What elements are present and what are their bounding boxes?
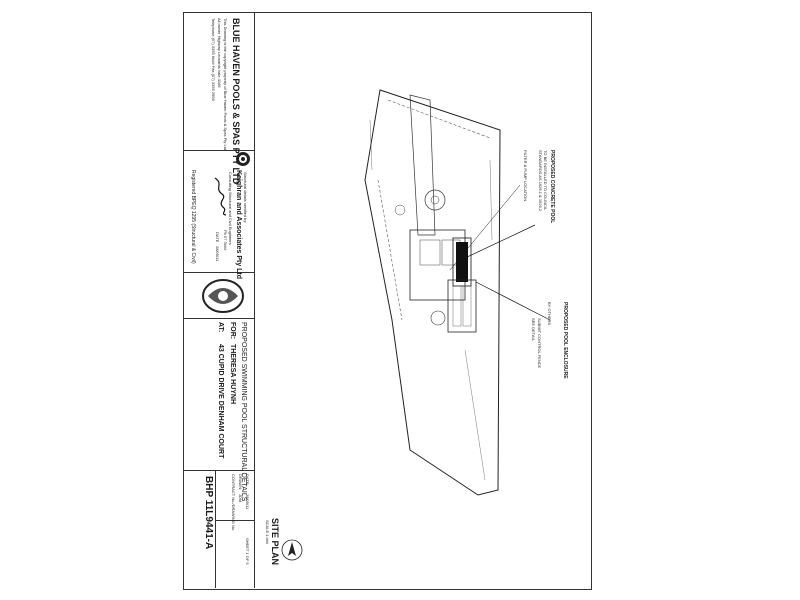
- company-line-3: Telephone (07) 3355 6### Fax (07) 3355 2…: [211, 18, 216, 101]
- pool-note-sub-2: STANDARDS AS 1926.1 & 1926.2: [538, 150, 543, 212]
- tree: [394, 204, 406, 216]
- titleblock-cell-line-3: [183, 318, 254, 319]
- site-plan-scale: SCALE 1:###: [265, 520, 270, 545]
- engineer-date-label: DATE: [215, 232, 220, 243]
- titleblock-divider: [254, 12, 255, 588]
- outbuilding-bay: [462, 285, 472, 327]
- north-arrow: [281, 539, 303, 561]
- project-at-value: 43 CUPID DRIVE DENHAM COURT: [217, 344, 224, 459]
- meta-contract-label: CONTRACT No./DRAWING No.: [231, 474, 236, 532]
- filter-note: FILTER & PUMP LOCATION: [523, 150, 528, 202]
- titleblock-meta-line: [215, 520, 254, 521]
- fence-note-1: SUBMIT CONTROL FENCE: [537, 318, 542, 369]
- meta-drawn-value: JDM: [238, 494, 243, 503]
- engineer-logo-icon: [239, 155, 247, 163]
- site-plan-drawing: [281, 89, 551, 561]
- enclosure-note-sub: BY OTHERS: [547, 302, 552, 326]
- company-line-2: All owner Highway Leonards Vale 4166: [217, 18, 222, 88]
- meta-date-label: DATE:: [245, 474, 250, 486]
- titleblock-cell-line-1: [183, 150, 254, 151]
- meta-drawn-label: DRAWN:: [238, 474, 243, 491]
- enclosure-note-leader: [475, 281, 551, 321]
- tree: [424, 189, 446, 211]
- company-logo: [202, 279, 244, 313]
- pool-note-sub-1: TO BE INSTALLED TO COUNCIL: [543, 150, 548, 211]
- pool-coping: [452, 237, 472, 287]
- titleblock-meta-divider: [215, 470, 216, 588]
- north-arrow-pointer: [288, 542, 296, 556]
- driveway: [409, 94, 436, 236]
- project-for-label: FOR:: [229, 322, 236, 340]
- titleblock-cell-line-4: [183, 470, 254, 471]
- pool-note-leader: [464, 224, 536, 259]
- site-plan-title: SITE PLAN: [270, 518, 280, 566]
- dimension-line: [489, 159, 493, 241]
- meta-date-value: 28/09/11: [245, 494, 250, 510]
- outbuilding-bay: [452, 285, 462, 327]
- tree: [430, 310, 446, 326]
- outbuilding: [447, 279, 477, 333]
- engineer-registration: Registered BPEQ 1295 (Structural & Civil…: [190, 170, 196, 264]
- enclosure-note-title: PROPOSED POOL ENCLOSURE: [562, 302, 568, 379]
- engineer-phone: Ph 07 3###: [223, 230, 228, 251]
- sheet-border: [183, 12, 592, 590]
- setback-line: [377, 179, 403, 321]
- company-line-1: This Drawing is the copyright property o…: [223, 18, 228, 151]
- dimension-line: [464, 349, 486, 481]
- proposed-pool: [456, 242, 468, 282]
- engineer-name: Keighran and Associates Pty Ltd: [235, 170, 242, 280]
- filter-note-leader: [449, 184, 521, 271]
- meta-sheet: SHEET 1 OF 5: [245, 538, 250, 565]
- pool-note-title: PROPOSED CONCRETE POOL: [549, 150, 555, 224]
- titleblock-cell-line-2: [183, 272, 254, 273]
- project-for-value: THERESA HUYNH: [229, 344, 236, 405]
- easement-line: [387, 99, 491, 139]
- engineer-date-value: 28/09/11: [215, 246, 220, 262]
- meta-bhp-number: BHP 11L9441-A: [203, 476, 214, 550]
- fence-note-2: SEE DETAIL: [531, 318, 536, 341]
- engineer-signature: [214, 177, 227, 216]
- project-at-label: AT:: [217, 322, 224, 333]
- lot-boundary: [364, 89, 501, 496]
- engineer-header: Structural details certified by:: [243, 172, 248, 224]
- engineer-logo: [236, 152, 250, 166]
- house-room: [419, 239, 441, 266]
- tree: [430, 195, 440, 205]
- dimension-line: [369, 119, 373, 171]
